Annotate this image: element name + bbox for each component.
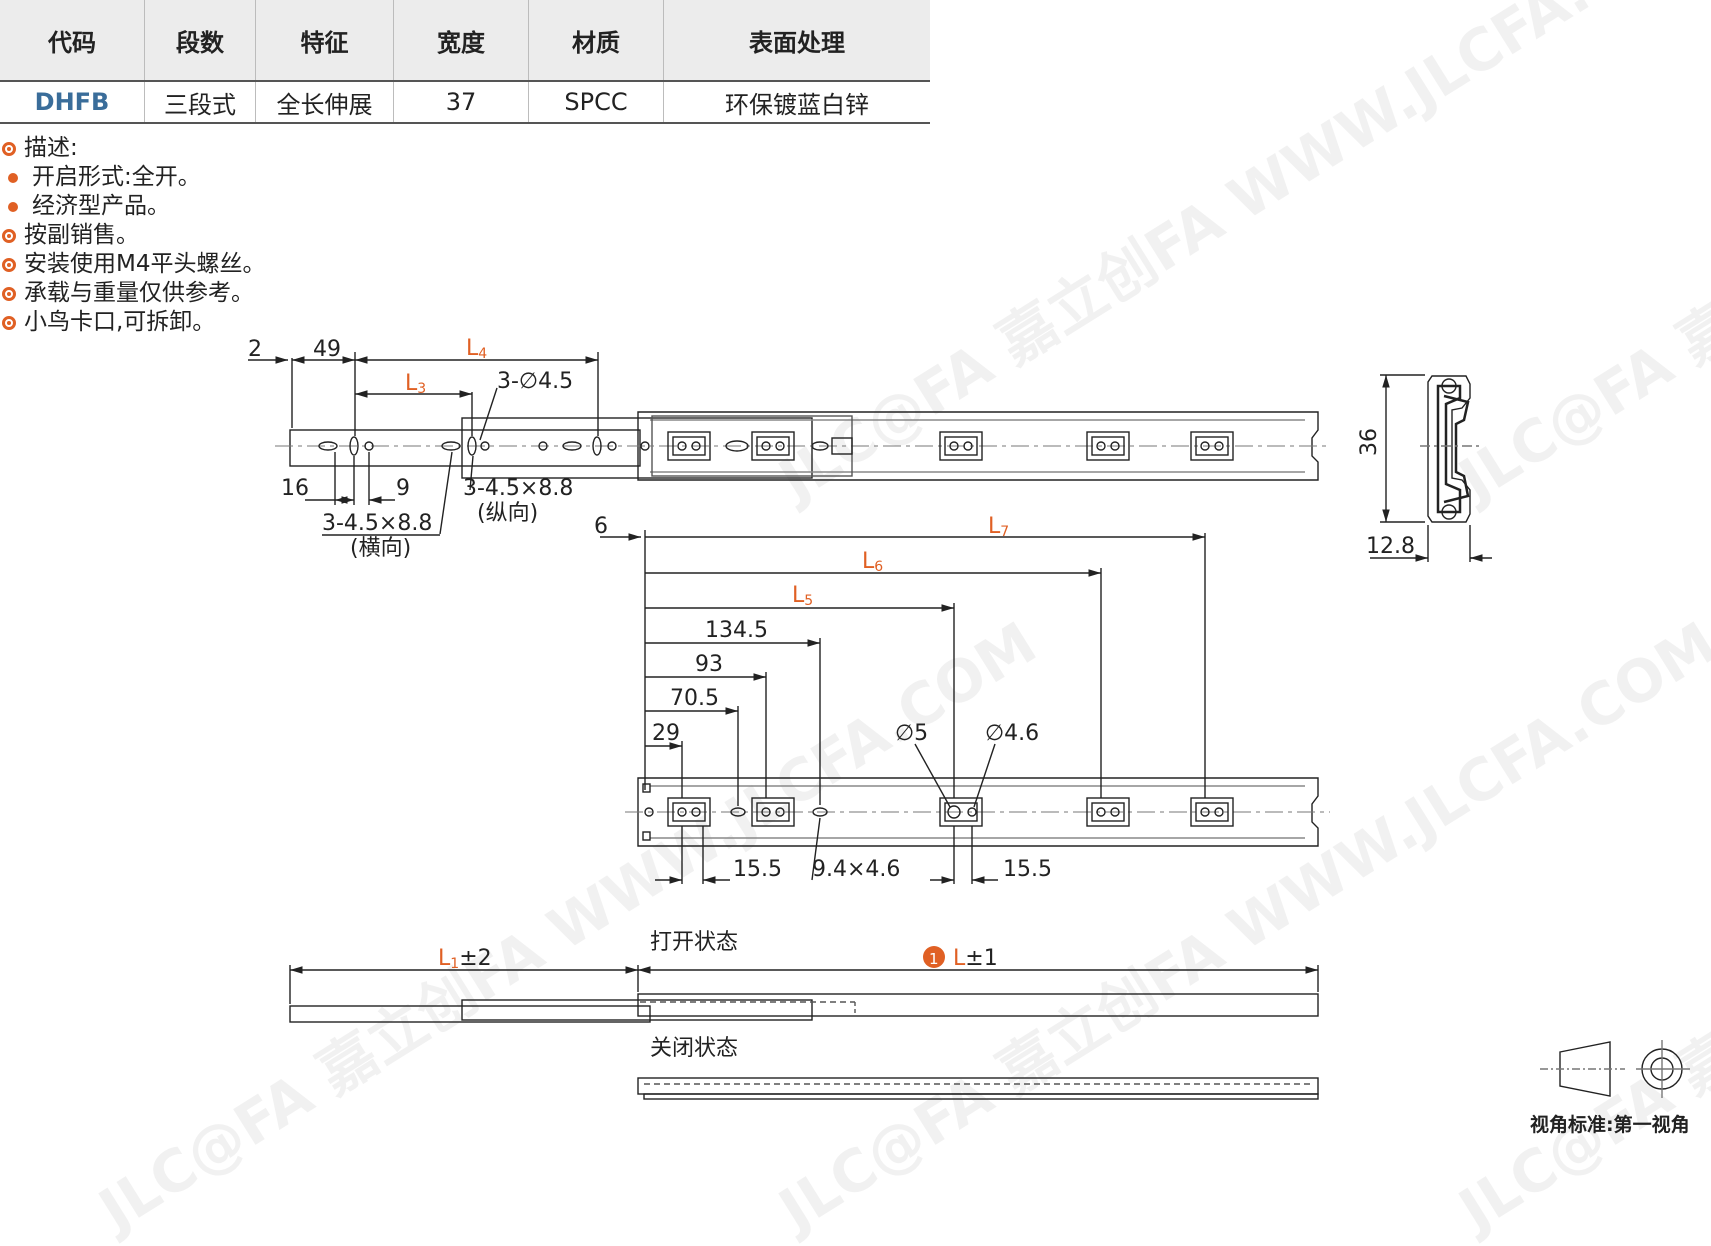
outer-member-view: [600, 530, 1330, 884]
dim-L3: L3: [405, 371, 426, 397]
spec-table: 代码 段数 特征 宽度 材质 表面处理 DHFB 三段式 全长伸展 37 SPC…: [0, 0, 930, 124]
projection-caption: 视角标准:第一视角: [1530, 1114, 1690, 1136]
cell-material: SPCC: [528, 81, 664, 124]
dim-slot-horizontal: 3-4.5×8.8: [322, 511, 432, 536]
dim-70-5: 70.5: [670, 686, 719, 711]
dim-15-5-left: 15.5: [733, 857, 782, 882]
dim-phi4-6: ∅4.6: [985, 721, 1039, 746]
ring-bullet-icon: [2, 228, 16, 243]
closed-state-view: [637, 1077, 1319, 1100]
dim-slot-9-4: 9.4×4.6: [812, 857, 900, 882]
cell-surface: 环保镀蓝白锌: [663, 81, 930, 124]
cell-width: 37: [393, 81, 529, 124]
ring-bullet-icon: [2, 141, 16, 156]
header-surface: 表面处理: [663, 0, 930, 82]
dim-6: 6: [594, 514, 608, 539]
ring-bullet-icon: [2, 257, 16, 272]
note-item: 小鸟卡口,可拆卸。: [2, 308, 265, 337]
dim-L7: L7: [988, 514, 1009, 540]
spec-header-row: 代码 段数 特征 宽度 材质 表面处理: [0, 0, 930, 82]
ring-bullet-icon: [2, 315, 16, 330]
note-item: 描述:: [2, 134, 265, 163]
dim-L5: L5: [792, 583, 813, 609]
note-item: 开启形式:全开。: [2, 163, 265, 192]
header-width: 宽度: [393, 0, 529, 82]
open-state-caption: 打开状态: [650, 930, 739, 955]
cell-feature: 全长伸展: [255, 81, 394, 124]
dim-12-8: 12.8: [1366, 534, 1415, 559]
dim-slot-horizontal-note: (横向): [350, 536, 411, 561]
note-item: 经济型产品。: [2, 192, 265, 221]
mount-features-top: [667, 431, 1234, 461]
header-sections: 段数: [144, 0, 256, 82]
dim-9: 9: [396, 476, 410, 501]
first-angle-projection-icon: [1540, 1040, 1690, 1098]
rail-profile-view: [1370, 374, 1492, 562]
note-item: 承载与重量仅供参考。: [2, 279, 265, 308]
dim-134-5: 134.5: [705, 618, 768, 643]
notes-list: 描述: 开启形式:全开。 经济型产品。 按副销售。 安装使用M4平头螺丝。 承载…: [2, 134, 265, 337]
dim-49: 49: [313, 337, 341, 362]
top-rail-view: [248, 352, 1330, 536]
dim-phi5: ∅5: [895, 721, 928, 746]
header-material: 材质: [528, 0, 664, 82]
spec-data-row: DHFB 三段式 全长伸展 37 SPCC 环保镀蓝白锌: [0, 81, 930, 124]
dim-slot-vertical: 3-4.5×8.8: [463, 476, 573, 501]
closed-state-caption: 关闭状态: [650, 1036, 739, 1061]
dim-93: 93: [695, 652, 723, 677]
dim-29: 29: [652, 721, 680, 746]
dim-L1: L1±2: [438, 946, 492, 972]
dim-16: 16: [281, 476, 309, 501]
note-item: 按副销售。: [2, 221, 265, 250]
header-code: 代码: [0, 0, 145, 82]
header-feature: 特征: [255, 0, 394, 82]
dim-2: 2: [248, 337, 262, 362]
cell-code: DHFB: [0, 81, 145, 124]
dim-15-5-right: 15.5: [1003, 857, 1052, 882]
cell-sections: 三段式: [144, 81, 256, 124]
dim-holes-45: 3-∅4.5: [497, 369, 573, 394]
dim-L: L±1: [953, 946, 998, 971]
ring-bullet-icon: [2, 286, 16, 301]
svg-text:1: 1: [929, 950, 939, 968]
dot-bullet-icon: [8, 201, 18, 212]
tolerance-badge-icon: 1: [923, 946, 945, 968]
dot-bullet-icon: [8, 172, 18, 183]
note-item: 安装使用M4平头螺丝。: [2, 250, 265, 279]
dim-L4: L4: [466, 336, 487, 362]
open-state-view: [289, 965, 1319, 1023]
slide-rail-drawing: 2 49 L4 L3 3-∅4.5 16 9 3-4.5×8.8 (纵向) 3-…: [248, 336, 1690, 1100]
dim-slot-vertical-note: (纵向): [477, 501, 538, 526]
dim-36: 36: [1357, 428, 1382, 456]
dim-L6: L6: [862, 549, 883, 575]
